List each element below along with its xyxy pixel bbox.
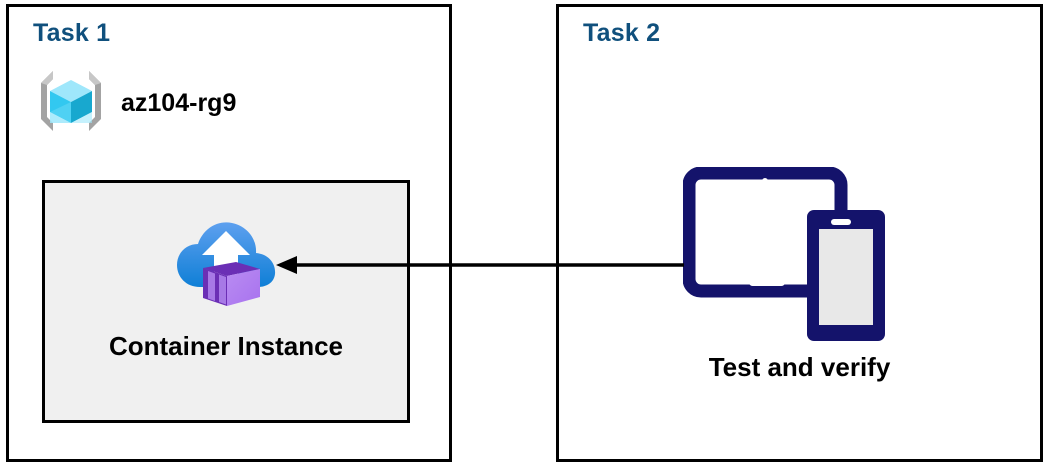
resource-group-row: az104-rg9 (35, 65, 236, 142)
tablet-and-phone-icon (682, 166, 903, 352)
azure-resource-group-icon (35, 65, 107, 142)
devices-label-test-and-verify: Test and verify (708, 352, 891, 382)
panel-title-task-2: Task 2 (583, 19, 661, 47)
azure-container-instance-icon (170, 205, 282, 322)
resource-group-label: az104-rg9 (121, 89, 237, 117)
panel-task-1: Task 1 (6, 4, 452, 462)
resource-box-container-instance: Container Instance (42, 180, 410, 423)
panel-title-task-1: Task 1 (33, 19, 111, 47)
panel-task-2: Task 2 Test and verify (556, 4, 1043, 462)
resource-label-container-instance: Container Instance (108, 331, 344, 361)
